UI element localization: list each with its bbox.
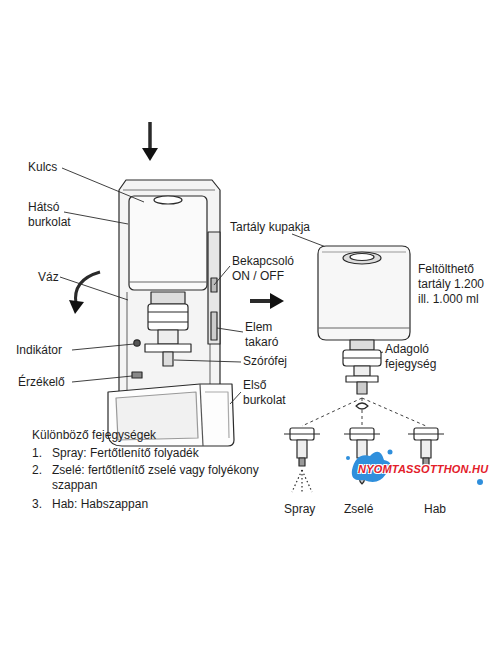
dashed-guides	[302, 398, 426, 426]
part-label: Elem takaró	[245, 320, 291, 350]
list-heading: Különböző fejegységek	[32, 428, 156, 443]
part-label: Kulcs	[28, 160, 57, 175]
dosing-head	[343, 340, 381, 394]
transition-arrow	[250, 293, 284, 309]
list-number: 2.	[32, 463, 42, 478]
part-label: Adagoló fejegység	[385, 342, 447, 372]
back-housing	[119, 180, 220, 410]
inner-tank	[129, 196, 207, 290]
watermark: NYOMTASSOTTHON.HU	[358, 463, 488, 477]
indicator-light	[134, 340, 140, 346]
rotate-arrow	[69, 272, 100, 314]
part-label: Feltölthető tartály 1.200 ill. 1.000 ml	[418, 262, 496, 307]
part-label: Érzékelő	[18, 375, 65, 390]
part-label: Váz	[38, 270, 59, 285]
tank-cap	[343, 252, 381, 264]
switch-panel	[208, 232, 220, 344]
head-label: Zselé	[344, 502, 373, 517]
list-number: 3.	[32, 497, 42, 512]
part-label: Bekapcsoló ON / OFF	[232, 254, 308, 284]
pump-body	[151, 292, 185, 304]
sensor	[132, 372, 142, 378]
part-label: Szórófej	[243, 354, 287, 369]
head-label: Spray	[284, 502, 315, 517]
part-label: Első burkolat	[243, 378, 299, 408]
foam-head	[408, 428, 444, 466]
spray-head	[284, 428, 320, 494]
head-label: Hab	[424, 502, 446, 517]
list-text: Spray: Fertőtlenítő folyadék	[52, 446, 199, 461]
list-number: 1.	[32, 446, 42, 461]
refill-tank	[318, 246, 410, 340]
nozzle	[163, 352, 173, 366]
list-text: Hab: Habszappan	[52, 497, 148, 512]
part-label: Hátsó burkolat	[28, 200, 86, 230]
part-label: Tartály kupakja	[230, 220, 310, 235]
insert-arrow	[142, 122, 158, 161]
part-label: Indikátor	[16, 343, 62, 358]
list-text: Zselé: fertőtlenítő zselé vagy folyékony…	[52, 463, 280, 493]
